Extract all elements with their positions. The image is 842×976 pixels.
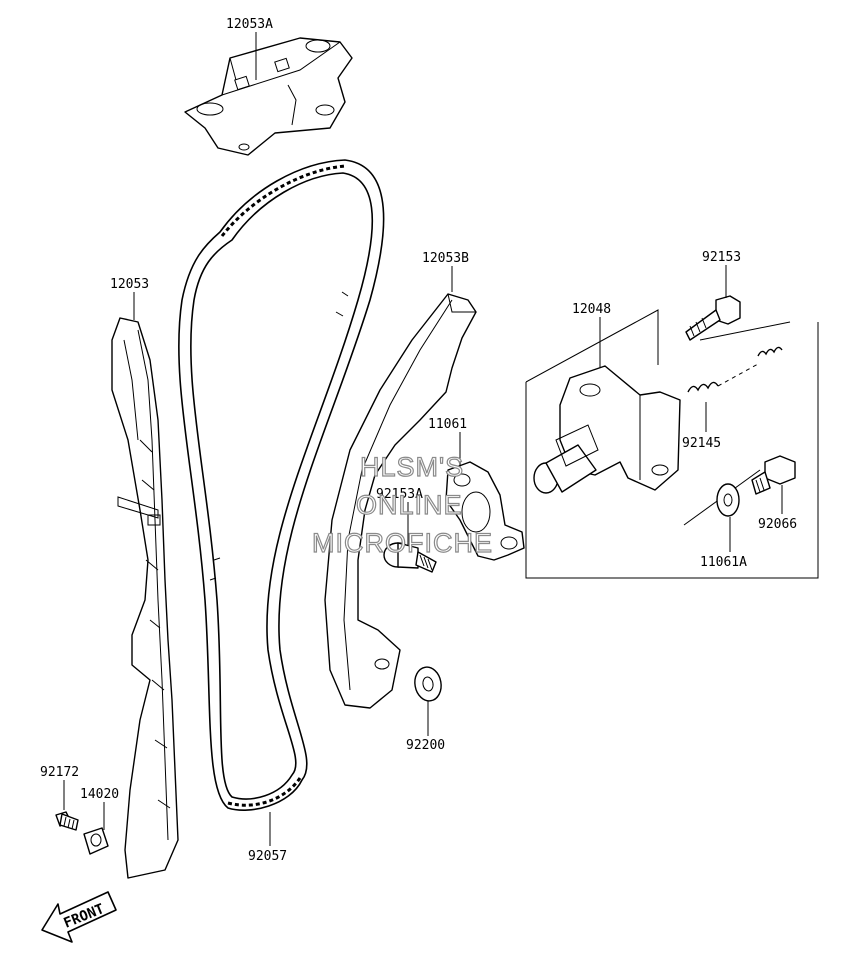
watermark: HLSM'S ONLINE MICROFICHE (311, 451, 493, 558)
gasket[interactable] (445, 461, 525, 561)
tensioner-body[interactable] (533, 365, 681, 494)
label-92153A[interactable]: 92153A (376, 487, 423, 502)
screw[interactable] (55, 811, 79, 831)
chain-guide-tensioner[interactable] (324, 293, 477, 709)
label-92145[interactable]: 92145 (682, 436, 721, 451)
spring-small[interactable] (757, 346, 783, 357)
label-92172[interactable]: 92172 (40, 765, 79, 780)
label-12053[interactable]: 12053 (110, 277, 149, 292)
bolt-short[interactable] (383, 542, 437, 573)
watermark-line2: ONLINE (356, 490, 463, 520)
watermark-line3: MICROFICHE (312, 528, 493, 558)
label-14020[interactable]: 14020 (80, 787, 119, 802)
label-92066[interactable]: 92066 (758, 517, 797, 532)
spring-large[interactable] (687, 363, 759, 393)
tensioner-bolt[interactable] (685, 295, 741, 341)
label-92153[interactable]: 92153 (702, 250, 741, 265)
cam-chain[interactable] (178, 159, 385, 811)
washer[interactable] (412, 665, 444, 703)
label-11061[interactable]: 11061 (428, 417, 467, 432)
cap-bolt[interactable] (751, 455, 796, 495)
watermark-line1: HLSM'S (360, 452, 464, 482)
label-92200[interactable]: 92200 (406, 738, 445, 753)
label-11061A[interactable]: 11061A (700, 555, 747, 570)
leader-lines (63, 32, 783, 846)
label-12053B[interactable]: 12053B (422, 251, 469, 266)
chain-links-top (220, 164, 346, 237)
part-labels: 12053A 12053B 12053 12048 92153 11061 92… (40, 17, 797, 864)
stopper[interactable] (83, 827, 109, 855)
chain-links-bottom (227, 777, 302, 807)
chain-guide-top[interactable] (184, 37, 353, 156)
label-12053A[interactable]: 12053A (226, 17, 273, 32)
chain-guide-left[interactable] (111, 317, 179, 879)
front-arrow: FRONT (41, 891, 117, 943)
label-12048[interactable]: 12048 (572, 302, 611, 317)
sealing-washer[interactable] (716, 483, 740, 517)
label-92057[interactable]: 92057 (248, 849, 287, 864)
